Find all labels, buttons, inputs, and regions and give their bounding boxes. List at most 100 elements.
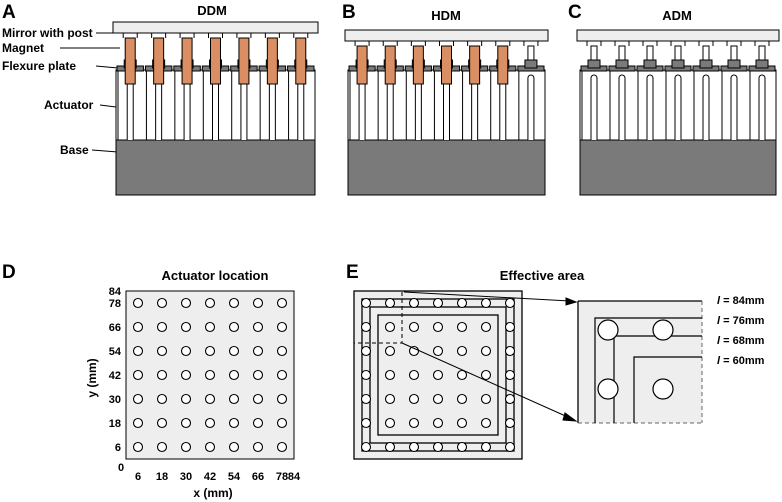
mirror-post <box>698 41 714 46</box>
effective-area-dot <box>432 369 444 381</box>
x-tick-label: 66 <box>252 471 264 483</box>
legend-item-68: l = 68mm <box>717 335 765 347</box>
mirror-post <box>293 33 309 38</box>
x-tick-label: 0 <box>118 462 124 474</box>
panel-a-letter: A <box>2 2 16 23</box>
x-tick-label: 30 <box>180 471 192 483</box>
actuator-dot <box>252 441 264 453</box>
actuator-dot <box>132 417 144 429</box>
x-tick-label: 6 <box>135 471 141 483</box>
effective-area-dot <box>456 417 468 429</box>
post-stem <box>674 45 682 61</box>
label-flexure-plate: Flexure plate <box>2 59 76 73</box>
post-stem <box>702 45 710 61</box>
actuator-dot <box>180 345 192 357</box>
panel-e-letter: E <box>346 262 359 283</box>
y-tick-label: 66 <box>109 322 121 334</box>
actuator-dot <box>228 393 240 405</box>
actuator-dot <box>228 417 240 429</box>
effective-area-legend: l = 84mm l = 76mm l = 68mm l = 60mm <box>717 295 765 367</box>
actuator-rod <box>126 74 134 140</box>
mirror-post <box>439 41 454 46</box>
effective-area-dot <box>456 297 468 309</box>
actuator-dot <box>228 441 240 453</box>
post-stem <box>730 45 738 61</box>
actuator-dot <box>156 297 168 309</box>
actuator-dot <box>204 393 216 405</box>
actuator-dot <box>252 297 264 309</box>
effective-area-dot <box>480 393 492 405</box>
mirror-post <box>726 41 742 46</box>
actuator-dot <box>252 369 264 381</box>
effective-area-dot <box>432 393 444 405</box>
actuator-dot <box>132 369 144 381</box>
y-tick-label: 42 <box>109 370 121 382</box>
actuator-dot <box>180 441 192 453</box>
label-pointers <box>60 32 125 153</box>
mirror-post <box>382 41 398 46</box>
actuator-dot <box>180 297 192 309</box>
post-stem <box>758 45 766 61</box>
panel-d-title: Actuator location <box>162 268 269 283</box>
actuator-rod <box>646 74 654 140</box>
label-actuator: Actuator <box>44 98 94 112</box>
zoom-arrows <box>401 291 578 422</box>
effective-area-dot <box>480 441 492 453</box>
panel-b-title: HDM <box>431 8 461 23</box>
effective-area-dot <box>384 417 396 429</box>
panel-e-title: Effective area <box>500 268 585 283</box>
magnet <box>497 45 509 85</box>
effective-area-dot <box>384 369 396 381</box>
post-stem <box>618 45 626 61</box>
actuator-dot <box>228 321 240 333</box>
effective-area-dot <box>384 321 396 333</box>
effective-area-dot <box>504 417 516 429</box>
actuator-dot <box>156 321 168 333</box>
effective-area-dot <box>480 369 492 381</box>
actuator-dot <box>276 321 288 333</box>
mirror-post <box>586 41 602 46</box>
flexure-hub <box>755 59 769 69</box>
mirror-post <box>467 41 483 46</box>
ddm-diagram <box>112 21 319 196</box>
actuator-dot <box>156 393 168 405</box>
x-axis-label: x (mm) <box>193 486 232 500</box>
actuator-rod <box>297 74 305 140</box>
effective-area-dot <box>408 417 420 429</box>
magnet <box>412 45 424 85</box>
effective-area-dot <box>456 369 468 381</box>
y-axis-label: y (mm) <box>85 358 99 397</box>
mirror-post <box>614 41 630 46</box>
actuator-rod <box>618 74 626 140</box>
y-tick-label: 30 <box>109 394 121 406</box>
actuator-rod <box>730 74 738 140</box>
mirror-post <box>354 41 370 46</box>
actuator-rod <box>758 74 766 140</box>
flexure-hub <box>615 59 629 69</box>
flexure-hub <box>643 59 657 69</box>
x-tick-label: 54 <box>228 471 241 483</box>
actuator-dot <box>228 369 240 381</box>
actuator-dot <box>156 369 168 381</box>
base-block <box>579 139 777 196</box>
effective-area-dot <box>456 345 468 357</box>
effective-area-dot <box>456 321 468 333</box>
magnet <box>384 45 396 85</box>
effective-area-dot <box>360 321 372 333</box>
actuator-rod <box>183 74 191 140</box>
post-stem <box>646 45 654 61</box>
effective-area-dot <box>432 417 444 429</box>
actuator-dot <box>276 417 288 429</box>
panel-c-letter: C <box>568 2 582 23</box>
panel-c-title: ADM <box>662 8 692 23</box>
mirror-post <box>754 41 770 46</box>
flexure-hub <box>727 59 741 69</box>
actuator-dot <box>252 417 264 429</box>
effective-area-dot <box>408 297 420 309</box>
effective-area-dot <box>456 441 468 453</box>
panel-b-letter: B <box>342 2 356 23</box>
x-tick-label: 42 <box>204 471 216 483</box>
magnet <box>153 37 165 85</box>
actuator-dot <box>276 297 288 309</box>
